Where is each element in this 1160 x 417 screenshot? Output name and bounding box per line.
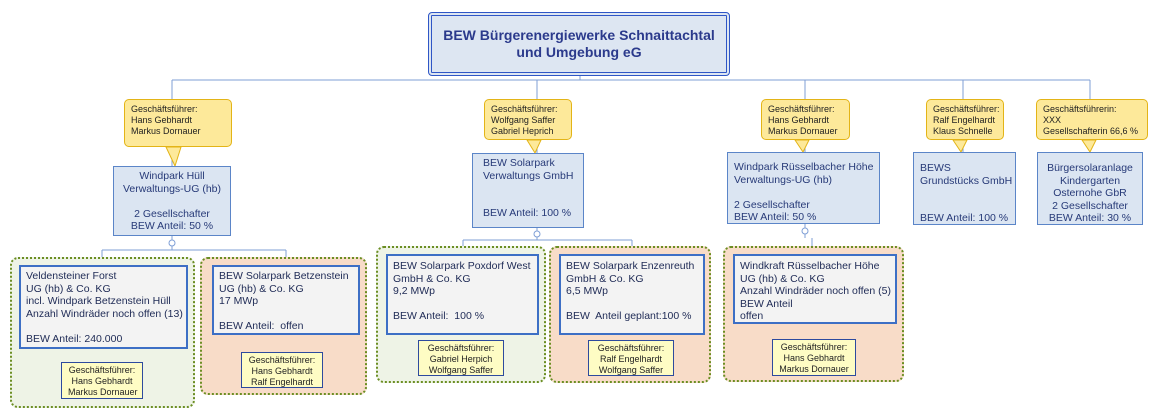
company-bews-grundstuecks[interactable]: BEWS Grundstücks GmbH BEW Anteil: 100 % xyxy=(913,152,1016,225)
callout-buergersolaranlage: Geschäftsführerin: XXX Gesellschafterin … xyxy=(1036,99,1148,140)
root-title-line1: BEW Bürgerenergiewerke Schnaittachtal xyxy=(443,27,715,43)
company-bew-solarpark[interactable]: BEW Solarpark Verwaltungs GmbH BEW Antei… xyxy=(472,153,584,228)
managers-poxdorf: Geschäftsführer: Gabriel Herpich Wolfgan… xyxy=(418,340,504,376)
collapse-handle-icon xyxy=(168,239,176,247)
managers-ruesselbacher: Geschäftsführer: Hans Gebhardt Markus Do… xyxy=(772,339,856,376)
callout-solarpark: Geschäftsführer: Wolfgang Saffer Gabriel… xyxy=(484,99,572,140)
project-solarpark-poxdorf-west[interactable]: BEW Solarpark Poxdorf West GmbH & Co. KG… xyxy=(386,254,539,335)
company-buergersolaranlage[interactable]: Bürgersolaranlage Kindergarten Osternohe… xyxy=(1037,152,1143,225)
project-solarpark-enzenreuth[interactable]: BEW Solarpark Enzenreuth GmbH & Co. KG 6… xyxy=(559,254,705,335)
project-veldensteiner-forst[interactable]: Veldensteiner Forst UG (hb) & Co. KG inc… xyxy=(19,265,188,349)
managers-veldensteiner: Geschäftsführer: Hans Gebhardt Markus Do… xyxy=(61,362,143,399)
callout-bews: Geschäftsführer: Ralf Engelhardt Klaus S… xyxy=(926,99,1004,140)
project-solarpark-betzenstein[interactable]: BEW Solarpark Betzenstein UG (hb) & Co. … xyxy=(212,265,360,335)
root-cooperative-box[interactable]: BEW Bürgerenergiewerke Schnaittachtal un… xyxy=(428,12,730,76)
project-windkraft-ruesselbacher[interactable]: Windkraft Rüsselbacher Höhe UG (hb) & Co… xyxy=(733,254,897,324)
managers-enzenreuth: Geschäftsführer: Ralf Engelhardt Wolfgan… xyxy=(588,340,674,376)
root-title-line2: und Umgebung eG xyxy=(516,44,642,60)
collapse-handle-icon xyxy=(801,227,809,235)
collapse-handle-icon xyxy=(533,230,541,238)
managers-betzenstein: Geschäftsführer: Hans Gebhardt Ralf Enge… xyxy=(241,352,323,388)
company-windpark-huell[interactable]: Windpark Hüll Verwaltungs-UG (hb) 2 Gese… xyxy=(113,166,231,236)
callout-windpark-huell: Geschäftsführer: Hans Gebhardt Markus Do… xyxy=(124,99,232,147)
company-windpark-ruesselbacher[interactable]: Windpark Rüsselbacher Höhe Verwaltungs-U… xyxy=(727,152,880,224)
callout-ruesselbacher: Geschäftsführer: Hans Gebhardt Markus Do… xyxy=(761,99,850,140)
